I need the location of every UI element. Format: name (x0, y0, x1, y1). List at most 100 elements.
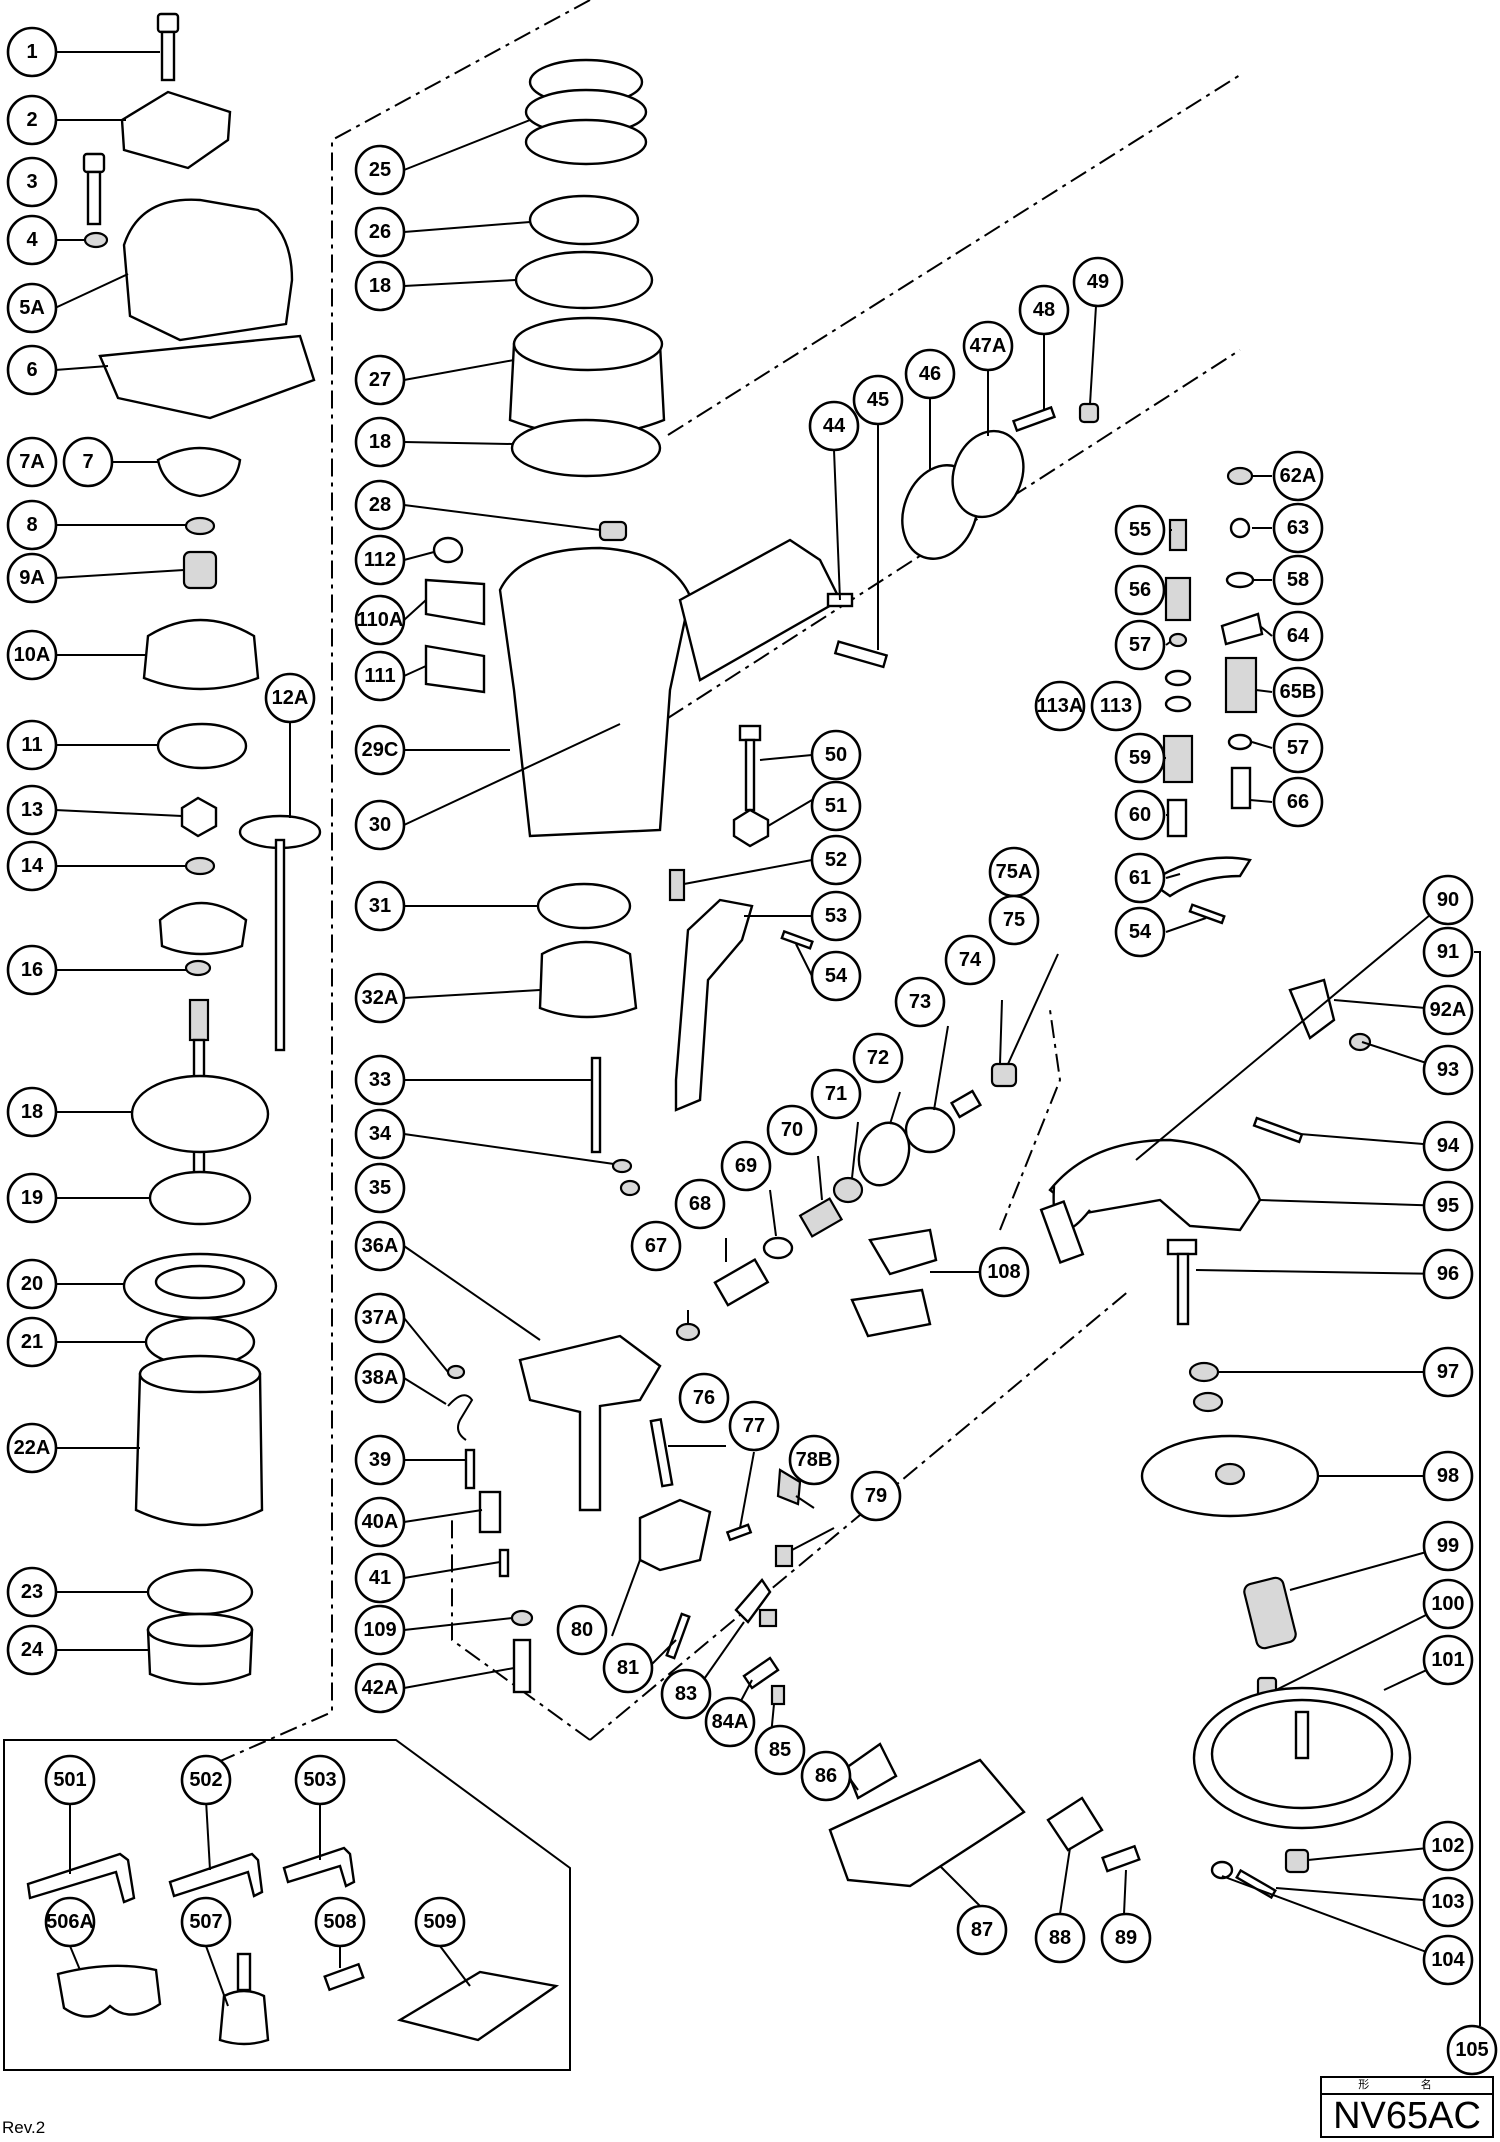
svg-text:37A: 37A (362, 1307, 399, 1329)
callout-95: 95 (1422, 1180, 1474, 1232)
callout-14: 14 (6, 840, 58, 892)
svg-text:105: 105 (1455, 2039, 1488, 2061)
svg-text:33: 33 (369, 1069, 391, 1091)
svg-text:46: 46 (919, 363, 941, 385)
callout-83: 83 (660, 1668, 712, 1720)
callout-39: 39 (354, 1434, 406, 1486)
callout-97: 97 (1422, 1346, 1474, 1398)
svg-text:74: 74 (959, 949, 982, 971)
model-name: NV65AC (1333, 2095, 1481, 2137)
callout-90: 90 (1422, 874, 1474, 926)
svg-text:51: 51 (825, 795, 847, 817)
svg-text:80: 80 (571, 1619, 593, 1641)
callout-20: 20 (6, 1258, 58, 1310)
svg-text:2: 2 (26, 109, 37, 131)
callout-111: 111 (354, 650, 406, 702)
svg-text:104: 104 (1431, 1949, 1465, 1971)
svg-text:54: 54 (1129, 921, 1152, 943)
callout-56: 56 (1114, 564, 1166, 616)
callout-30: 30 (354, 799, 406, 851)
callout-67: 67 (630, 1220, 682, 1272)
svg-text:1: 1 (26, 41, 37, 63)
callout-58: 58 (1272, 554, 1324, 606)
svg-text:26: 26 (369, 221, 391, 243)
svg-text:109: 109 (363, 1619, 396, 1641)
callout-66: 66 (1272, 776, 1324, 828)
svg-text:67: 67 (645, 1235, 667, 1257)
svg-text:99: 99 (1437, 1535, 1459, 1557)
left-column-parts (82, 12, 322, 1686)
callout-65B: 65B (1272, 666, 1324, 718)
callout-21: 21 (6, 1316, 58, 1368)
svg-text:48: 48 (1033, 299, 1055, 321)
callout-112: 112 (354, 534, 406, 586)
svg-text:97: 97 (1437, 1361, 1459, 1383)
svg-text:60: 60 (1129, 804, 1151, 826)
svg-text:65B: 65B (1280, 681, 1317, 703)
callout-27: 27 (354, 354, 406, 406)
callout-99: 99 (1422, 1520, 1474, 1572)
callout-108: 108 (978, 1246, 1030, 1298)
svg-text:94: 94 (1437, 1135, 1460, 1157)
svg-text:56: 56 (1129, 579, 1151, 601)
callout-54-b: 54 (1114, 906, 1166, 958)
svg-text:12A: 12A (272, 687, 309, 709)
callout-41: 41 (354, 1552, 406, 1604)
svg-text:30: 30 (369, 814, 391, 836)
svg-text:81: 81 (617, 1657, 639, 1679)
svg-text:7: 7 (82, 451, 93, 473)
callout-24: 24 (6, 1624, 58, 1676)
callout-60: 60 (1114, 789, 1166, 841)
callout-61: 61 (1114, 852, 1166, 904)
svg-text:91: 91 (1437, 941, 1459, 963)
callout-52: 52 (810, 834, 862, 886)
callout-105: 105 (1446, 2024, 1498, 2076)
svg-text:102: 102 (1431, 1835, 1464, 1857)
svg-text:13: 13 (21, 799, 43, 821)
svg-text:72: 72 (867, 1047, 889, 1069)
callout-87: 87 (956, 1904, 1008, 1956)
svg-text:24: 24 (21, 1639, 44, 1661)
svg-text:20: 20 (21, 1273, 43, 1295)
callout-72: 72 (852, 1032, 904, 1084)
svg-text:79: 79 (865, 1485, 887, 1507)
svg-text:98: 98 (1437, 1465, 1459, 1487)
callout-5A: 5A (6, 282, 58, 334)
model-title-block: 形 名 NV65AC (1320, 2076, 1494, 2138)
callout-85: 85 (754, 1724, 806, 1776)
callout-12A: 12A (264, 672, 316, 724)
svg-text:96: 96 (1437, 1263, 1459, 1285)
svg-text:18: 18 (369, 275, 391, 297)
svg-text:28: 28 (369, 494, 391, 516)
callout-69: 69 (720, 1140, 772, 1192)
callout-18-left: 18 (6, 1086, 58, 1138)
svg-text:3: 3 (26, 171, 37, 193)
svg-text:7A: 7A (19, 451, 45, 473)
callout-77: 77 (728, 1400, 780, 1452)
callout-1: 1 (6, 26, 58, 78)
svg-text:14: 14 (21, 855, 44, 877)
svg-text:10A: 10A (14, 644, 51, 666)
callout-18-mid-a: 18 (354, 260, 406, 312)
svg-text:58: 58 (1287, 569, 1309, 591)
callout-19: 19 (6, 1172, 58, 1224)
svg-text:113A: 113A (1037, 695, 1084, 717)
svg-text:93: 93 (1437, 1059, 1459, 1081)
callout-89: 89 (1100, 1912, 1152, 1964)
svg-text:19: 19 (21, 1187, 43, 1209)
svg-text:44: 44 (823, 415, 846, 437)
svg-text:54: 54 (825, 965, 848, 987)
svg-text:66: 66 (1287, 791, 1309, 813)
svg-text:50: 50 (825, 744, 847, 766)
svg-text:36A: 36A (362, 1235, 399, 1257)
callout-10A: 10A (6, 629, 58, 681)
callout-40A: 40A (354, 1496, 406, 1548)
callout-91: 91 (1422, 926, 1474, 978)
svg-text:509: 509 (423, 1911, 456, 1933)
svg-text:5A: 5A (19, 297, 45, 319)
svg-text:90: 90 (1437, 889, 1459, 911)
accessories-box (3, 1739, 571, 2071)
callout-25: 25 (354, 144, 406, 196)
svg-text:112: 112 (364, 549, 396, 571)
callout-109: 109 (354, 1604, 406, 1656)
